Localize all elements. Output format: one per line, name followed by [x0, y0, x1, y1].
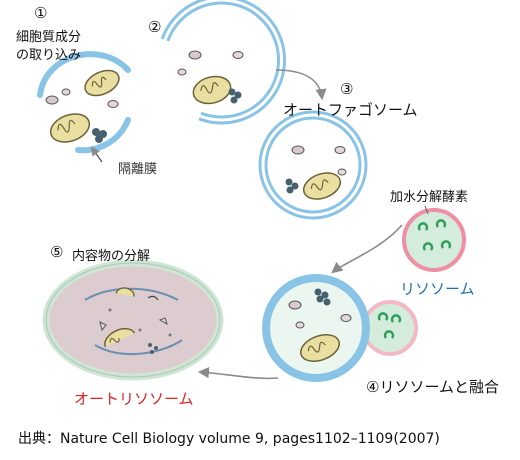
- ribosome-cluster: [316, 295, 324, 303]
- ribosome-cluster: [228, 88, 236, 96]
- vesicle: [45, 95, 59, 105]
- vesicle: [288, 300, 302, 310]
- arrow-enzyme-to-lysosome: [424, 205, 429, 215]
- fusing-vesicles: [262, 274, 418, 382]
- arrow-to-membrane-label: [90, 146, 103, 163]
- vesicle: [337, 168, 347, 176]
- autolysosome: [42, 259, 224, 381]
- mitochondrion: [192, 75, 232, 105]
- ribosome-cluster: [286, 186, 294, 194]
- fragment: [138, 328, 142, 332]
- fragment: [158, 317, 168, 326]
- ribosome-cluster: [92, 128, 100, 136]
- vesicle: [232, 51, 244, 59]
- arrow-2-to-3: [275, 69, 327, 101]
- mitochondrion: [84, 69, 120, 97]
- fragment: [147, 295, 159, 301]
- ribosome-cluster: [95, 135, 103, 143]
- step3-label: オートファゴソーム: [283, 101, 418, 119]
- step3-number: ③: [340, 80, 354, 98]
- isolation-membrane-group: [37, 51, 131, 154]
- vesicle: [334, 146, 346, 154]
- step1-label-line1: 細胞質成分: [16, 30, 82, 45]
- degrading-mitochondrion: [115, 287, 135, 297]
- ribosome-cluster: [321, 291, 329, 299]
- vesicle: [295, 321, 305, 329]
- step4-label: ④リソソームと融合: [366, 378, 499, 396]
- fragment: [168, 333, 172, 337]
- step1-number: ①: [34, 4, 48, 22]
- membrane-label: 隔離膜: [118, 162, 158, 177]
- isolation-membrane: [37, 51, 131, 98]
- ribosome-cluster: [323, 298, 331, 306]
- step5-label: 内容物の分解: [72, 249, 151, 264]
- step5-number: ⑤: [50, 243, 64, 261]
- step2-number: ②: [148, 18, 162, 36]
- ribosome-cluster: [285, 178, 293, 186]
- source-citation: 出典：Nature Cell Biology volume 9, pages11…: [18, 431, 440, 447]
- fragment: [99, 321, 107, 332]
- lysosome: [402, 208, 466, 272]
- autophagosome: [258, 110, 368, 220]
- vesicle: [107, 100, 119, 108]
- lysosome-label: リソソーム: [400, 280, 475, 298]
- autolysosome-label: オートリソソーム: [74, 390, 194, 408]
- vesicle: [177, 68, 187, 76]
- ribosome-cluster: [291, 182, 299, 190]
- ribosome-cluster: [314, 288, 322, 296]
- mitochondrion: [302, 172, 342, 200]
- vesicle: [188, 50, 202, 60]
- isolation-membrane-lower: [75, 117, 131, 154]
- closing-phagophore: [160, 0, 287, 125]
- degrading-mitochondrion: [104, 327, 136, 348]
- arrow-4-to-5: [197, 367, 279, 380]
- step1-label-line2: の取り込み: [16, 48, 82, 63]
- fragment: [148, 343, 152, 347]
- enzyme-label: 加水分解酵素: [390, 190, 469, 205]
- ribosome-cluster: [234, 91, 242, 99]
- fragment: [150, 350, 154, 354]
- mitochondrion: [300, 334, 340, 362]
- ribosome-cluster: [230, 96, 238, 104]
- vesicle: [340, 314, 352, 322]
- fragment: [154, 346, 158, 350]
- fragment: [108, 308, 112, 312]
- mitochondrion: [49, 113, 91, 143]
- vesicle: [291, 145, 305, 155]
- vesicle: [61, 88, 71, 96]
- arrow-3-to-4: [331, 224, 403, 274]
